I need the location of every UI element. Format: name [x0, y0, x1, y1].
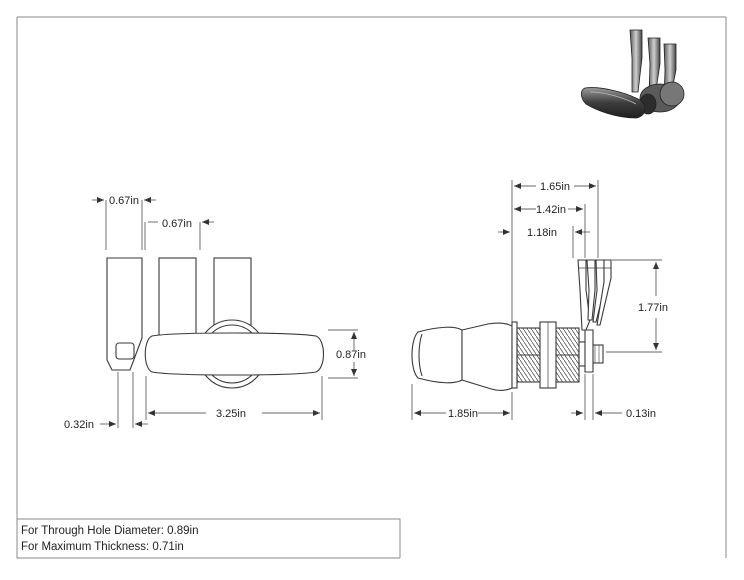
side-cam-fork: [577, 259, 612, 331]
side-neck: [461, 322, 513, 391]
dim-side-depth-3: 1.18in: [527, 227, 557, 239]
dim-front-top-width: 0.67in: [109, 195, 139, 207]
dim-side-overall-depth: 1.65in: [540, 181, 570, 193]
note-hole-diameter: For Through Hole Diameter: 0.89in: [21, 525, 199, 537]
t-handle: [144, 332, 325, 376]
dim-side-depth-2: 1.42in: [536, 204, 566, 216]
side-dimension-labels: 1.65in 1.42in 1.18in 1.77in 1.85in 0.13i…: [448, 181, 668, 420]
dim-side-cam-thickness: 0.13in: [626, 408, 656, 420]
cam-tab-left: [106, 257, 143, 371]
dim-front-handle-height: 0.87in: [336, 349, 366, 361]
cam-tab-middle: [158, 257, 197, 339]
side-view: [411, 259, 612, 391]
front-view: [106, 257, 325, 389]
front-dimension-labels: 0.67in 0.67in 0.87in 0.32in 3.25in: [64, 195, 366, 431]
dim-front-bottom-offset: 0.32in: [64, 419, 94, 431]
notes-block: For Through Hole Diameter: 0.89in For Ma…: [21, 523, 199, 555]
note-max-thickness: For Maximum Thickness: 0.71in: [21, 541, 184, 553]
dim-side-cam-height: 1.77in: [638, 302, 668, 314]
side-handle-grip: [411, 326, 463, 384]
front-dimensions: [92, 197, 358, 428]
side-cam-arm: [584, 329, 594, 373]
dim-front-handle-length: 3.25in: [216, 408, 246, 420]
dim-front-tab-spacing: 0.67in: [162, 218, 192, 230]
sheet-frame: [16, 16, 727, 559]
dim-side-handle-depth: 1.85in: [448, 408, 478, 420]
product-render: [580, 29, 685, 119]
key-socket: [115, 342, 135, 360]
side-dimensions: [411, 180, 662, 420]
side-screw: [592, 344, 604, 364]
side-flange: [511, 321, 518, 389]
